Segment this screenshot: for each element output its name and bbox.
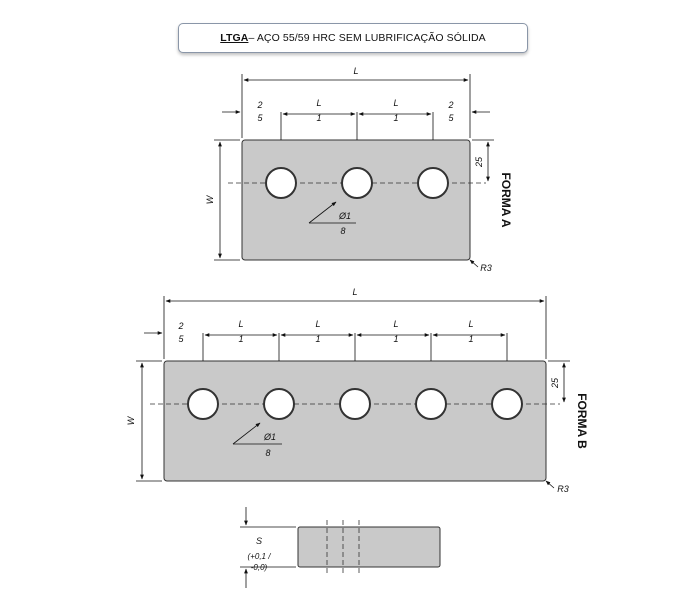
forma-a-radius: R3 — [480, 263, 492, 273]
forma-b-end-margin-bottom: 5 — [178, 334, 184, 344]
forma-a-hole-dia-top: Ø1 — [338, 211, 351, 221]
forma-a-drawing: L 2 5 L 1 L 1 2 5 W 25 FORMA A Ø1 8 R3 — [205, 66, 513, 273]
forma-b-hole — [263, 388, 295, 420]
side-view-plate — [297, 526, 441, 568]
forma-b-end-margin-top: 2 — [177, 321, 183, 331]
forma-a-hole — [417, 167, 449, 199]
title-box: LTGA – AÇO 55/59 HRC SEM LUBRIFICAÇÃO SÓ… — [178, 23, 528, 53]
side-view-drawing: S (+0,1 / -0,0) — [240, 507, 441, 588]
forma-b-hole — [187, 388, 219, 420]
forma-a-end-margin-top-left: 2 — [256, 100, 262, 110]
forma-b-edge-offset: 25 — [550, 377, 560, 389]
forma-b-hole — [415, 388, 447, 420]
forma-b-radius: R3 — [557, 484, 569, 494]
forma-b-pitch-bottom: 1 — [468, 334, 473, 344]
forma-b-hole — [339, 388, 371, 420]
forma-a-width: W — [205, 194, 215, 204]
title-code: LTGA — [220, 32, 249, 44]
forma-a-pitch-top: L — [393, 98, 398, 108]
forma-a-pitch-bottom: 1 — [316, 113, 321, 123]
forma-b-pitch-bottom: 1 — [393, 334, 398, 344]
forma-a-overall-length: L — [353, 66, 358, 76]
side-view-tolerance-top: (+0,1 / — [248, 552, 272, 561]
forma-b-label: FORMA B — [575, 393, 589, 449]
forma-b-hole — [491, 388, 523, 420]
forma-b-pitch-top: L — [238, 319, 243, 329]
forma-a-end-margin-bottom-right: 5 — [448, 113, 454, 123]
forma-b-hole-dia-bottom: 8 — [265, 448, 270, 458]
title-text: – AÇO 55/59 HRC SEM LUBRIFICAÇÃO SÓLIDA — [248, 32, 486, 44]
forma-a-edge-offset: 25 — [474, 156, 484, 168]
forma-b-drawing: L 2 5 L 1 L 1 L 1 L 1 W 25 FORMA B Ø1 8 — [126, 287, 589, 494]
forma-a-pitch-top: L — [316, 98, 321, 108]
forma-a-end-margin-bottom-left: 5 — [257, 113, 263, 123]
forma-b-hole-dia-top: Ø1 — [263, 432, 276, 442]
forma-b-width: W — [126, 415, 136, 425]
forma-a-label: FORMA A — [499, 172, 513, 227]
side-view-thickness: S — [256, 536, 262, 546]
forma-b-pitch-top: L — [468, 319, 473, 329]
forma-a-hole-dia-bottom: 8 — [340, 226, 345, 236]
forma-b-plate — [163, 360, 547, 482]
side-view-tolerance-bottom: -0,0) — [251, 563, 268, 572]
forma-b-pitch-bottom: 1 — [238, 334, 243, 344]
forma-a-end-margin-top-right: 2 — [447, 100, 453, 110]
forma-b-pitch-top: L — [393, 319, 398, 329]
forma-b-pitch-bottom: 1 — [315, 334, 320, 344]
forma-a-pitch-bottom: 1 — [393, 113, 398, 123]
forma-b-overall-length: L — [352, 287, 357, 297]
forma-a-hole — [341, 167, 373, 199]
forma-b-pitch-top: L — [315, 319, 320, 329]
forma-a-plate — [241, 139, 471, 261]
forma-a-hole — [265, 167, 297, 199]
